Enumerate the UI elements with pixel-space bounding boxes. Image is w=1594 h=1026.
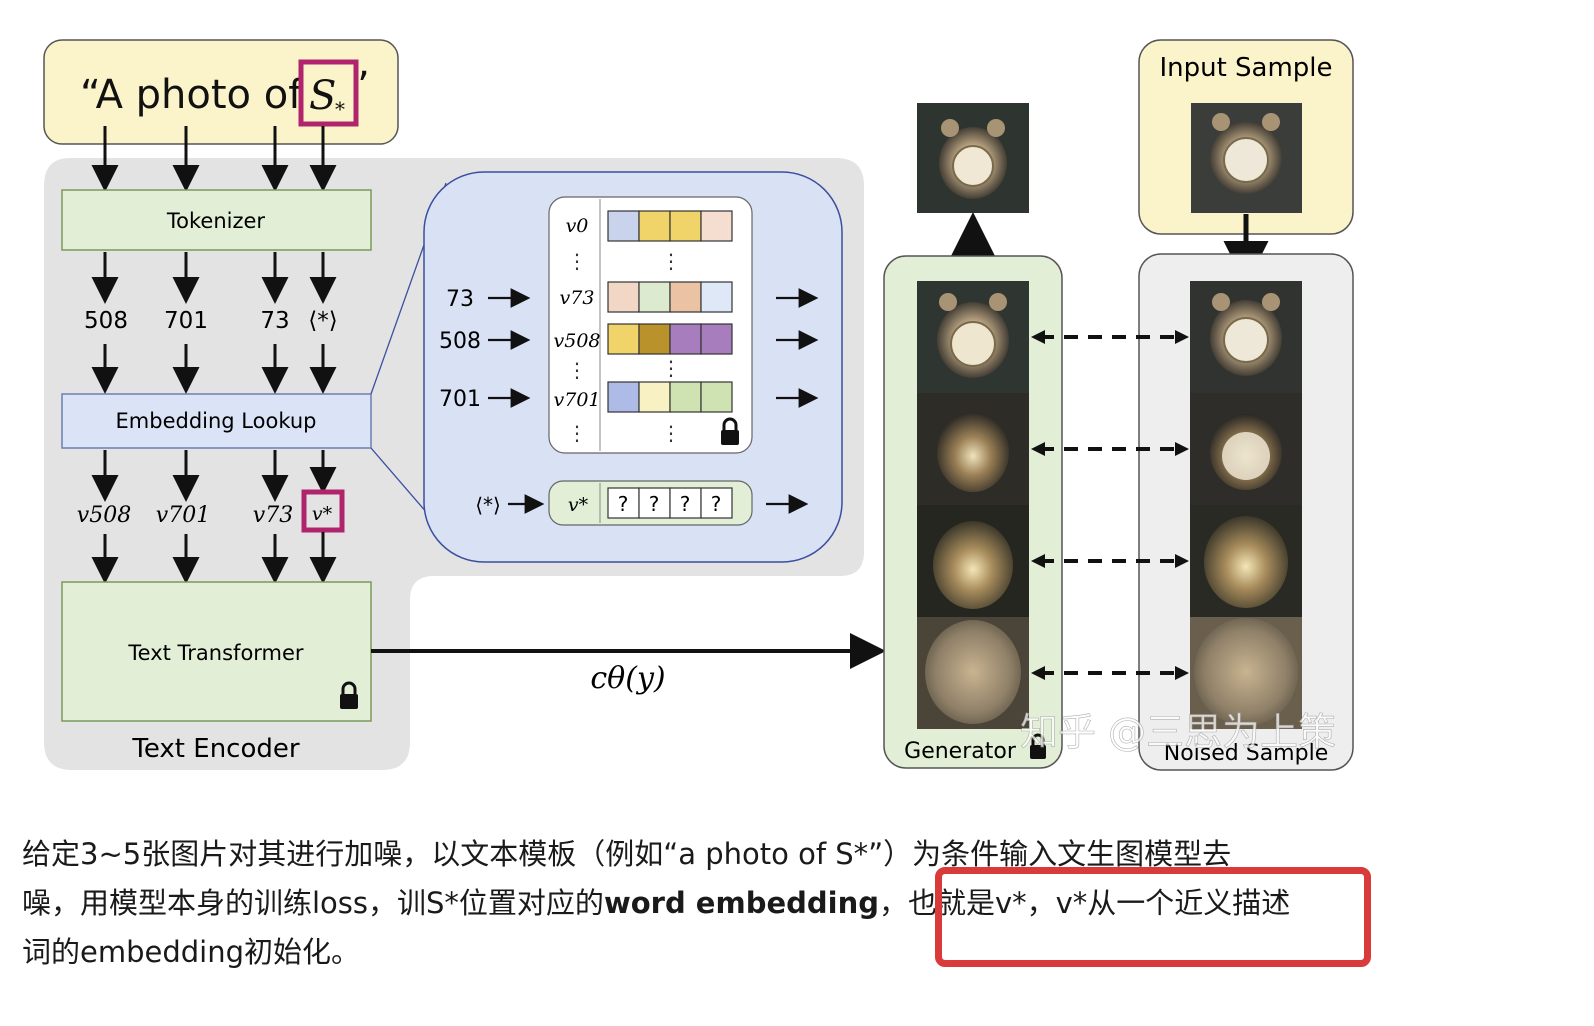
token-id: 508 [84, 308, 128, 334]
svg-text:⋮: ⋮ [661, 249, 681, 273]
embedding-cell [607, 323, 640, 355]
svg-text:⋮: ⋮ [661, 356, 681, 380]
prompt-suffix: ’ [357, 64, 370, 110]
caption: 给定3~5张图片对其进行加噪，以文本模板（例如“a photo of S*”）为… [22, 830, 1382, 977]
input-sample-image [1191, 103, 1302, 213]
tokenizer-box [61, 189, 372, 251]
prompt-box: “A photo of S * ’ [43, 39, 399, 145]
embedding-lookup-label: Embedding Lookup [116, 409, 317, 433]
token-id: 701 [164, 308, 208, 334]
special-input: ⟨*⟩ [475, 493, 501, 517]
embedding-cell [700, 323, 733, 355]
text-transformer-label: Text Transformer [127, 641, 304, 665]
v-star-highlight [301, 489, 345, 533]
embedding-cell [638, 281, 671, 313]
embedding-vector: v701 [156, 503, 210, 528]
embedding-cell [669, 281, 702, 313]
embedding-cell [669, 323, 702, 355]
caption-line: 词的embedding初始化。 [22, 935, 361, 969]
unknown-cell-label: ? [680, 492, 691, 516]
table-row-labels: v0 v73 v508 v701 [554, 215, 601, 411]
v-star: v* [312, 503, 333, 525]
unknown-cell-label: ? [649, 492, 660, 516]
prompt-token: S [309, 73, 336, 119]
unknown-cell [607, 487, 640, 519]
caption-line: 给定3~5张图片对其进行加噪，以文本模板（例如“a photo of S*”）为… [22, 837, 1232, 871]
special-row-label: v* [568, 494, 589, 516]
embedding-cell [638, 210, 671, 242]
caption-highlight-box [935, 867, 1371, 967]
table-row-label: v701 [554, 389, 601, 411]
embedding-vector: v508 [77, 503, 131, 528]
embedding-lookup-box [61, 393, 372, 449]
embedding-cell [700, 381, 733, 413]
noised-sample-images [1190, 281, 1302, 729]
svg-text:*: * [335, 97, 345, 121]
embedding-cell [607, 381, 640, 413]
tokenizer-label: Tokenizer [166, 209, 266, 233]
prompt-arrows [91, 126, 337, 192]
unknown-cells: ???? [607, 487, 733, 519]
token-id: 73 [260, 308, 289, 334]
input-sample-label: Input Sample [1159, 53, 1332, 83]
conditioning-label: cθ(y) [590, 661, 665, 696]
text-transformer-box [61, 581, 372, 722]
svg-text:⋮: ⋮ [661, 421, 681, 445]
table-row-label: v73 [560, 287, 595, 309]
table-input: 508 [439, 329, 481, 354]
table-row-label: v508 [554, 330, 601, 352]
table-ellipses: ⋮ ⋮ ⋮ ⋮ ⋮ ⋮ [567, 249, 681, 445]
lock-icon [340, 681, 358, 709]
embedding-cell [607, 281, 640, 313]
embedding-cell [607, 210, 640, 242]
unknown-cell-label: ? [618, 492, 629, 516]
caption-bold: word embedding [603, 886, 879, 920]
prompt-prefix: “A photo of [80, 72, 303, 118]
embedding-cells [607, 210, 733, 413]
output-image [917, 103, 1029, 213]
table-input: 73 [446, 287, 474, 312]
svg-text:⋮: ⋮ [567, 249, 587, 273]
embedding-cell [700, 281, 733, 313]
text-encoder-label: Text Encoder [131, 734, 299, 764]
embedding-cell [669, 210, 702, 242]
svg-text:“A photo of: “A photo of [80, 72, 303, 118]
noised-sample-label: Noised Sample [1164, 741, 1328, 766]
table-input: 701 [439, 387, 481, 412]
prompt-token-highlight [298, 59, 359, 127]
svg-text:⋮: ⋮ [567, 421, 587, 445]
table-row-label: v0 [566, 215, 589, 237]
unknown-cell [669, 487, 702, 519]
generator-images [917, 281, 1029, 729]
diagram: “A photo of S * ’ Tokenizer 508 701 73 ⟨… [43, 39, 1354, 771]
embedding-cell [669, 381, 702, 413]
svg-text:⋮: ⋮ [567, 358, 587, 382]
unknown-cell [700, 487, 733, 519]
caption-line: 噪，用模型本身的训练loss，训S*位置对应的word embedding，也就… [22, 886, 1291, 920]
token-id: ⟨*⟩ [308, 308, 337, 334]
table-inputs: 73 508 701 [439, 287, 481, 412]
embedding-cell [638, 381, 671, 413]
lock-icon [721, 417, 739, 445]
embedding-vector: v73 [253, 503, 293, 528]
embedding-cell [638, 323, 671, 355]
unknown-cell-label: ? [711, 492, 722, 516]
generator-label: Generator [904, 739, 1017, 764]
watermark: 知乎 @三思为上策 [1020, 710, 1336, 754]
lock-icon [1030, 733, 1046, 759]
embedding-vectors: v508 v701 v73 [77, 503, 293, 528]
token-ids: 508 701 73 ⟨*⟩ [84, 308, 338, 334]
embedding-cell [700, 210, 733, 242]
